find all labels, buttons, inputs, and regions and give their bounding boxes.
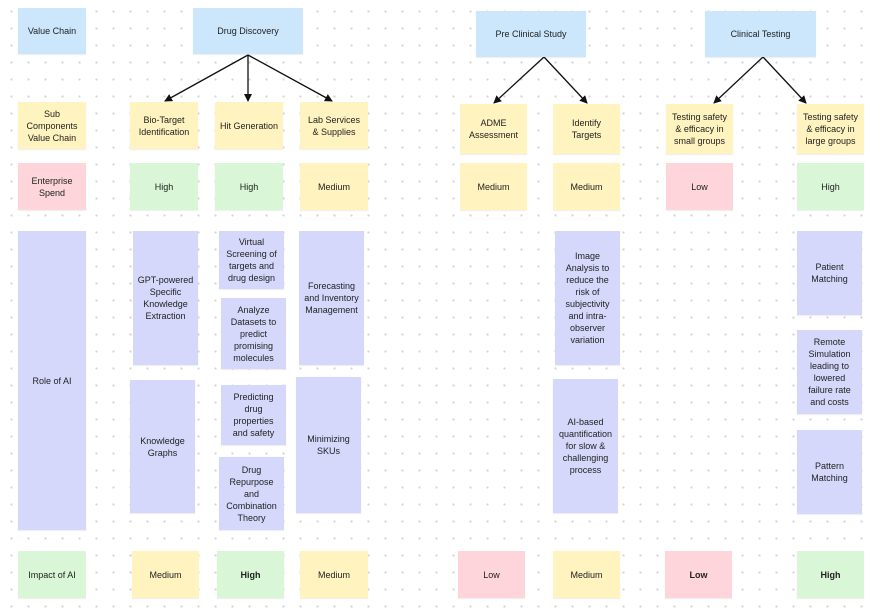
value-chain-label: Value Chain — [18, 8, 86, 54]
impact-identify-targets-text: Medium — [570, 569, 603, 580]
impact-lab-services-text: Medium — [317, 569, 350, 580]
impact-hit-generation: High — [217, 551, 284, 598]
clinical-testing-connectors — [713, 56, 807, 104]
spend-adme-text: Medium — [477, 181, 510, 192]
impact-adme-text: Low — [483, 569, 500, 580]
spend-testing-large-text: High — [821, 181, 840, 192]
hit-generation-text: Hit Generation — [219, 120, 279, 131]
spend-adme: Medium — [460, 163, 527, 210]
drug-discovery-text: Drug Discovery — [217, 26, 279, 36]
impact-testing-large: High — [797, 551, 864, 598]
spend-bio-target-text: High — [154, 181, 174, 192]
spend-testing-large: High — [797, 163, 864, 210]
impact-testing-large-text: High — [820, 569, 841, 580]
connector-to-testing-small — [713, 56, 764, 104]
hit-generation: Hit Generation — [215, 102, 283, 149]
connector-to-lab-services — [247, 54, 333, 102]
connector-to-adme — [493, 56, 545, 104]
impact-testing-small-text: Low — [689, 569, 708, 580]
pre-clinical-header: Pre Clinical Study — [476, 11, 586, 57]
lab-services-supplies: Lab Services& Supplies — [300, 102, 368, 149]
role-of-ai-row-label: Role of AI — [18, 231, 86, 530]
pre-clinical-text: Pre Clinical Study — [495, 29, 567, 39]
pre-clinical-connectors — [493, 56, 588, 104]
value-chain-text: Value Chain — [27, 26, 77, 36]
clinical-testing-header: Clinical Testing — [705, 11, 816, 57]
spend-bio-target: High — [130, 163, 198, 210]
impact-bio-target-text: Medium — [149, 569, 182, 580]
spend-identify-targets: Medium — [553, 163, 620, 210]
impact-testing-small: Low — [665, 551, 732, 598]
drug-discovery-header: Drug Discovery — [193, 8, 303, 54]
spend-lab-services: Medium — [300, 163, 368, 210]
impact-identify-targets: Medium — [553, 551, 620, 598]
impact-adme: Low — [458, 551, 525, 598]
spend-lab-services-text: Medium — [317, 181, 350, 192]
clinical-testing-text: Clinical Testing — [730, 29, 791, 39]
spend-identify-targets-text: Medium — [570, 181, 603, 192]
spend-hit-generation: High — [215, 163, 283, 210]
spend-hit-generation-text: High — [239, 181, 259, 192]
spend-testing-small: Low — [666, 163, 733, 210]
impact-lab-services: Medium — [300, 551, 368, 598]
impact-of-ai-row-label: Impact of AI — [18, 551, 86, 598]
impact-bio-target: Medium — [132, 551, 199, 598]
connector-to-testing-large — [762, 56, 807, 104]
impact-hit-generation-text: High — [240, 569, 261, 580]
drug-discovery-connectors — [164, 54, 333, 102]
role-of-ai-row-text: Role of AI — [32, 375, 72, 386]
impact-of-ai-row-text: Impact of AI — [28, 569, 76, 580]
lab-services-text: Lab Services& Supplies — [307, 114, 361, 137]
connector-to-identify-targets — [543, 56, 588, 104]
spend-testing-small-text: Low — [691, 181, 708, 192]
connector-to-bio-target — [164, 54, 249, 102]
